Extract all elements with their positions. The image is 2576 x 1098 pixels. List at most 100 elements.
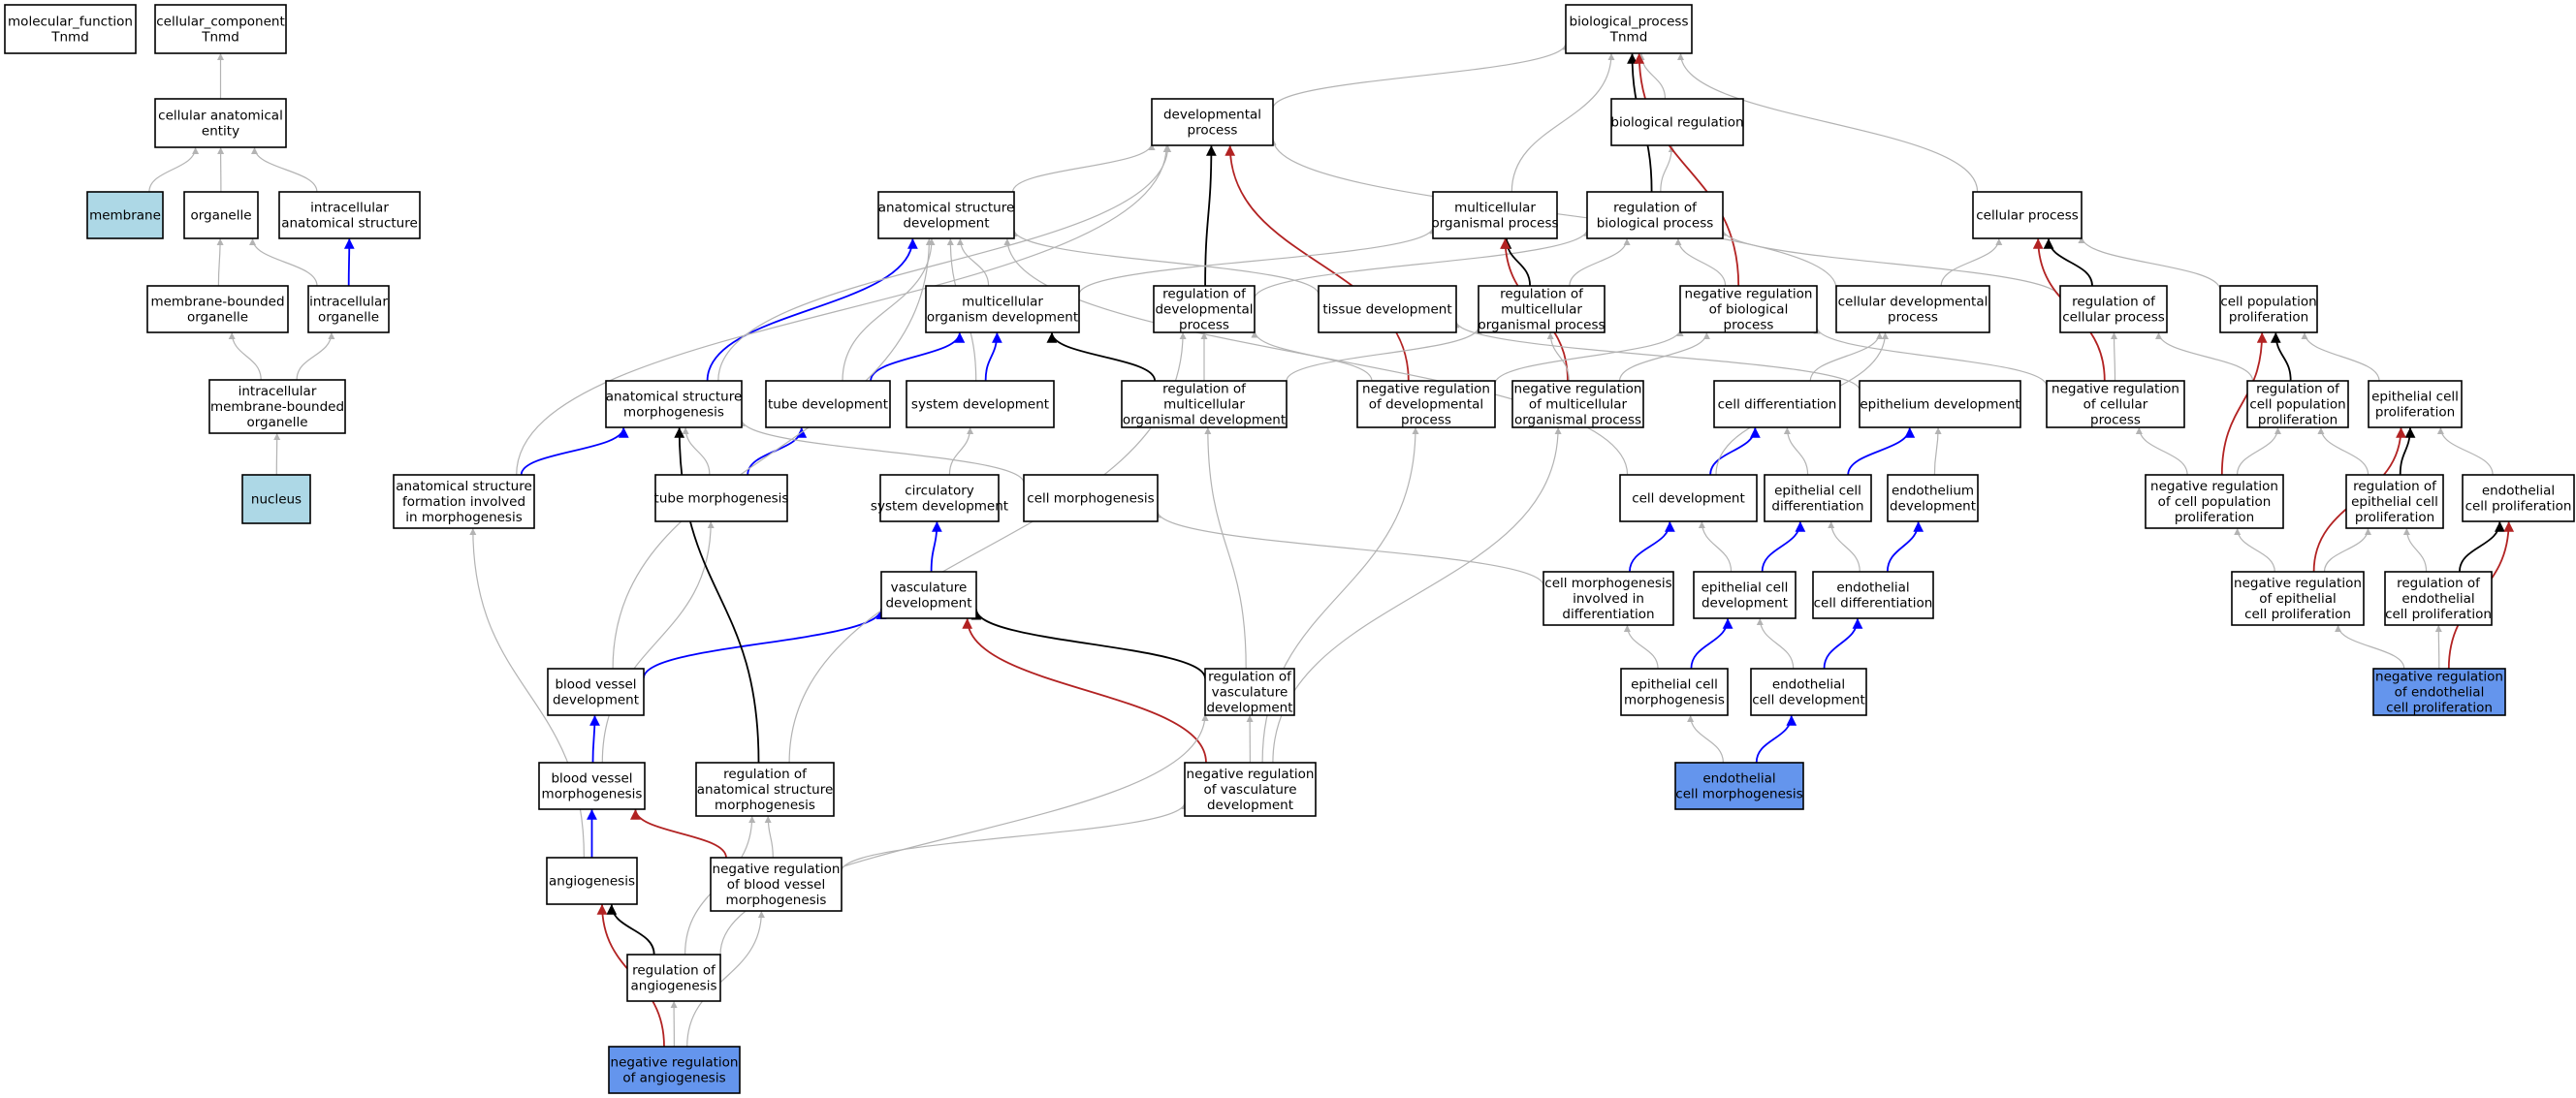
edge-is-a-mod-to-mop [1078, 227, 1437, 296]
term-box [695, 762, 835, 817]
edge-is-a-bioreg-to-bp [1638, 52, 1667, 100]
edge-negatively-regulates-nrbvm-to-bvm [630, 808, 727, 859]
term-box [1750, 668, 1867, 716]
term-box [546, 857, 638, 905]
term-node-tubedev[interactable]: tube development [765, 380, 891, 428]
edge-is-a-cellproc-to-bp [1676, 52, 1979, 193]
term-node-organelle[interactable]: organelle [183, 191, 259, 239]
edge-part-of-ecm-to-ecdev [1690, 617, 1733, 670]
edge-regulates-rvd-to-vascdev [970, 609, 1206, 679]
edge-is-a-nrdp-to-rdp [1251, 330, 1373, 382]
term-label-line: development [1701, 595, 1788, 611]
term-node-tissuedev[interactable]: tissue development [1318, 285, 1457, 333]
term-node-cellmorph[interactable]: cell morphogenesis [1023, 474, 1159, 522]
term-label-line: organelle [190, 207, 251, 223]
term-box [2145, 474, 2284, 529]
term-box [1542, 571, 1674, 626]
term-node-angio[interactable]: angiogenesis [546, 857, 638, 905]
term-box [1812, 571, 1934, 619]
term-box [1679, 285, 1818, 333]
term-label-line: regulation of [2397, 576, 2481, 591]
term-label-line: involved in [1573, 591, 1644, 607]
edge-is-a-rmod-to-rmop [1286, 327, 1482, 382]
term-label-line: of vasculature [1203, 782, 1296, 798]
term-node-cellproc[interactable]: cellular process [1972, 191, 2083, 239]
edge-part-of-celldev-to-celldiff [1709, 426, 1761, 476]
term-label-line: morphogenesis [726, 893, 827, 908]
term-label-line: process [1724, 317, 1774, 332]
term-node-sysdev[interactable]: system development [906, 380, 1055, 428]
term-node-nucleus[interactable]: nucleus [241, 474, 311, 524]
term-node-bioreg[interactable]: biological regulation [1610, 98, 1744, 146]
term-node-membrane[interactable]: membrane [86, 191, 164, 239]
term-node-celldiff[interactable]: cell differentiation [1713, 380, 1841, 428]
term-label-line: molecular_function [8, 14, 133, 29]
term-node-celldev[interactable]: cell development [1619, 474, 1758, 522]
term-label-line: endothelial [2482, 483, 2555, 498]
edge-is-a-epidev-to-tissuedev [1452, 321, 1860, 391]
term-label-line: morphogenesis [715, 798, 815, 813]
term-label-line: tube development [768, 396, 888, 412]
term-node-tubemorph[interactable]: tube morphogenesis [654, 474, 789, 522]
term-label-line: process [1401, 412, 1451, 427]
term-box [605, 380, 743, 428]
term-label-line: cell population [2249, 396, 2345, 412]
term-label-line: negative regulation [2375, 669, 2503, 684]
term-label-line: differentiation [1771, 498, 1863, 514]
term-label-line: endothelium [1892, 483, 1974, 498]
term-node-epidev[interactable]: epithelium development [1859, 380, 2021, 428]
term-label-line: proliferation [2375, 404, 2455, 420]
